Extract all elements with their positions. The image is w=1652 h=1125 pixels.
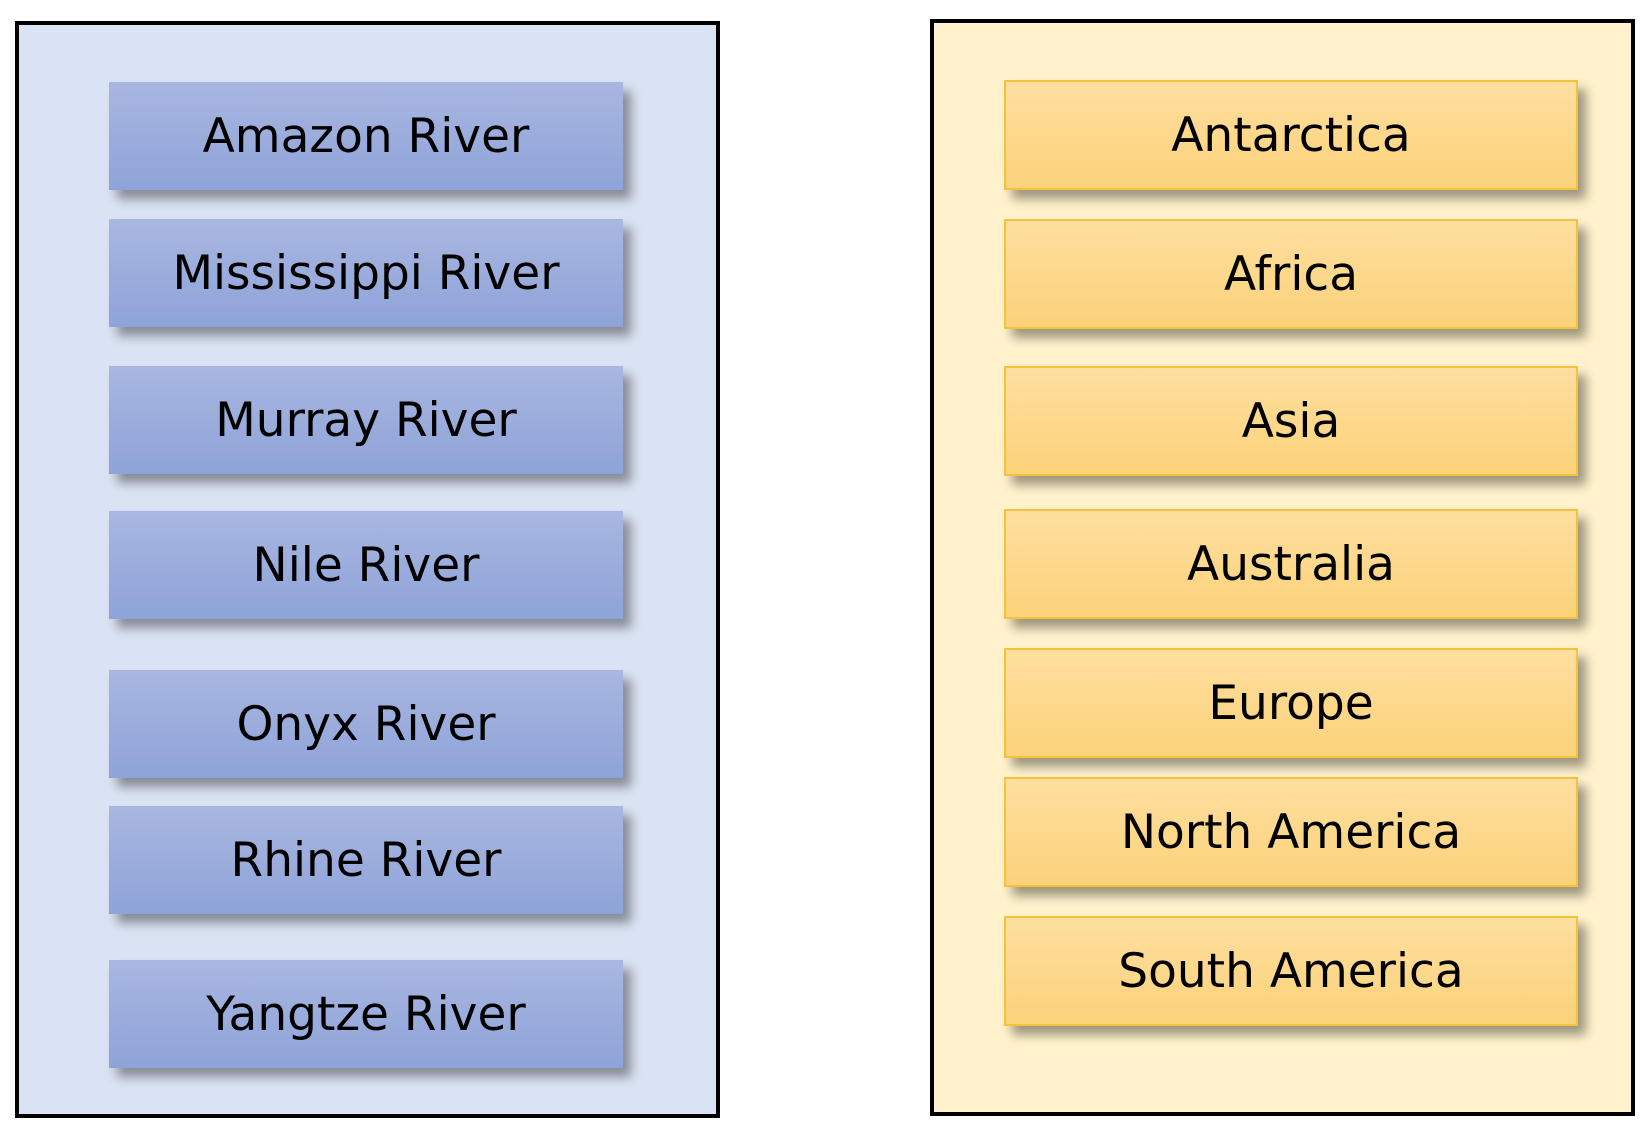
river-box-mississippi[interactable]: Mississippi River [109,219,623,327]
continent-box-north-america[interactable]: North America [1004,777,1578,887]
continent-box-antarctica[interactable]: Antarctica [1004,80,1578,190]
continent-box-africa[interactable]: Africa [1004,219,1578,329]
river-box-amazon[interactable]: Amazon River [109,82,623,190]
river-box-murray[interactable]: Murray River [109,366,623,474]
continent-box-south-america[interactable]: South America [1004,916,1578,1026]
continent-box-australia[interactable]: Australia [1004,509,1578,619]
river-box-yangtze[interactable]: Yangtze River [109,960,623,1068]
river-box-rhine[interactable]: Rhine River [109,806,623,914]
continent-box-asia[interactable]: Asia [1004,366,1578,476]
river-box-onyx[interactable]: Onyx River [109,670,623,778]
continent-box-europe[interactable]: Europe [1004,648,1578,758]
river-box-nile[interactable]: Nile River [109,511,623,619]
